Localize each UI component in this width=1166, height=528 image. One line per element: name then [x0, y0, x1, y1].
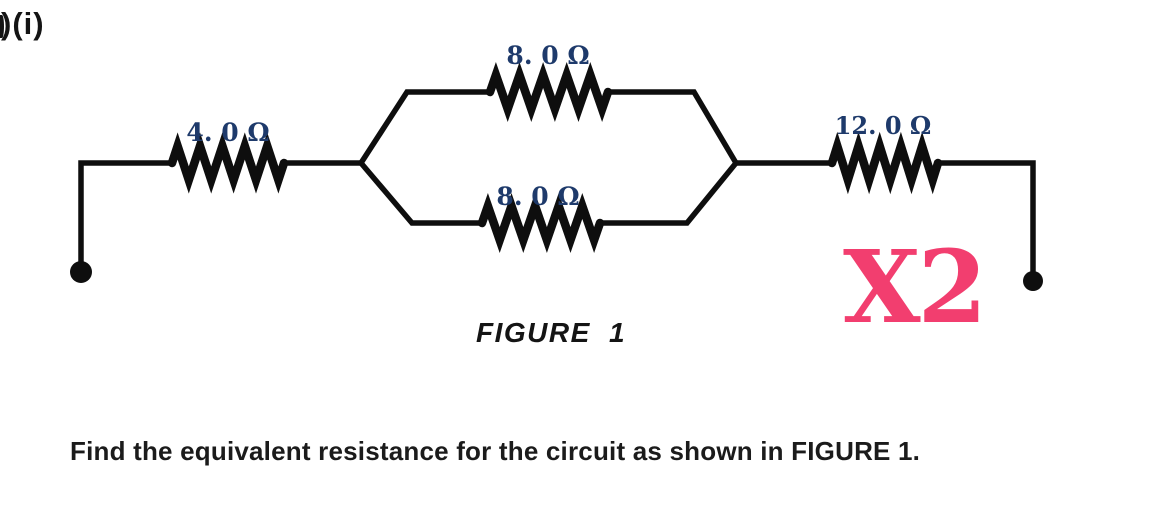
resistor-label-8ohm-bottom: 8. 0 Ω — [496, 182, 580, 211]
resistor-label-12ohm: 12. 0 Ω — [834, 111, 932, 140]
wire-top-branch-right — [605, 89, 739, 166]
wire-right-terminal — [935, 160, 1036, 277]
figure-caption: FIGURE 1 — [476, 317, 627, 348]
wire-bottom-branch-left — [358, 160, 485, 226]
terminal-dot-right — [1023, 271, 1043, 291]
resistor-label-8ohm-top: 8. 0 Ω — [506, 41, 590, 70]
part-label: )(i) — [1, 6, 45, 41]
question-text: Find the equivalent resistance for the c… — [70, 436, 921, 466]
resistor-r4-12ohm — [827, 131, 943, 195]
resistor-r1-4ohm — [167, 132, 289, 194]
resistor-r3-8ohm-bottom — [477, 193, 605, 253]
x2-annotation: X2 — [843, 228, 987, 346]
cutoff-char-sliver — [0, 15, 4, 38]
wire-top-branch-left — [358, 89, 493, 166]
wire-bottom-branch-right — [597, 160, 739, 226]
terminal-dot-left — [70, 261, 92, 283]
resistor-label-4ohm: 4. 0 Ω — [186, 118, 270, 147]
wire-left-terminal — [78, 160, 175, 271]
resistor-r2-8ohm-top — [485, 62, 613, 122]
